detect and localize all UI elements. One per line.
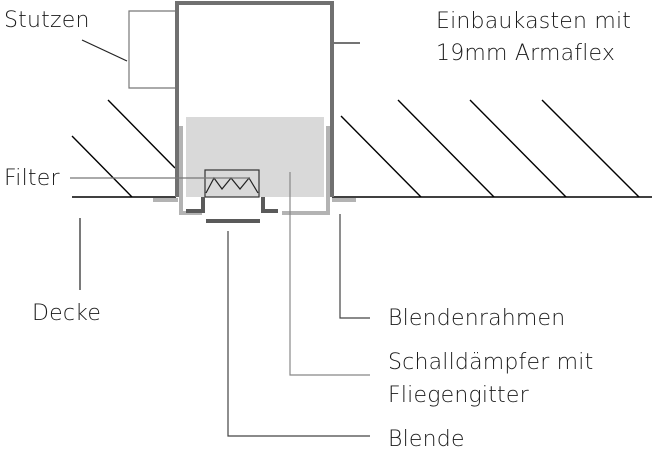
- label-stutzen: Stutzen: [4, 8, 90, 33]
- frame-strip-right: [282, 126, 330, 215]
- blende-bracket-left: [186, 197, 205, 213]
- hatch-line: [541, 99, 640, 198]
- leader-blende: [227, 231, 370, 437]
- label-filter: Filter: [4, 166, 60, 191]
- label-einbaukasten-line1: Einbaukasten mit: [436, 9, 631, 34]
- label-einbaukasten-line2: 19mm Armaflex: [436, 41, 615, 66]
- sound-damper: [186, 117, 324, 197]
- installation-box-frame: [175, 1, 334, 197]
- label-decke: Decke: [32, 301, 101, 326]
- hatch-line: [71, 135, 133, 198]
- hatch-line: [397, 99, 495, 198]
- hatch-line: [340, 115, 422, 198]
- blende: [186, 197, 278, 223]
- label-blendenrahmen: Blendenrahmen: [388, 306, 565, 331]
- ceiling-hatching: [71, 99, 640, 198]
- label-schalldaempfer-line2: Fliegengitter: [388, 383, 530, 408]
- stutzen-outline: [128, 10, 176, 89]
- leader-stutzen: [81, 39, 128, 62]
- label-schalldaempfer-line1: Schalldämpfer mit: [388, 350, 593, 375]
- leader-blendenrahmen: [339, 214, 370, 319]
- filter: [204, 169, 260, 198]
- leader-schalldaempfer: [289, 172, 370, 376]
- leader-lines: [70, 39, 370, 437]
- label-blende: Blende: [388, 427, 465, 452]
- frame-strip: [153, 126, 356, 215]
- hatch-line: [107, 99, 176, 169]
- blende-bracket-right: [261, 197, 278, 213]
- hatch-line: [469, 99, 567, 198]
